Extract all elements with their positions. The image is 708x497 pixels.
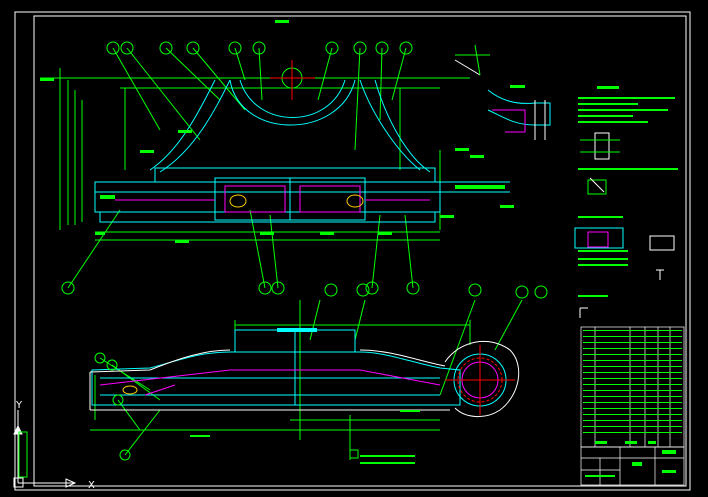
ucs-x-label: X xyxy=(88,480,95,491)
top-view-hole-left xyxy=(229,194,247,208)
side-view xyxy=(89,299,523,464)
parts-list-rows xyxy=(583,330,682,444)
title-block xyxy=(580,446,685,486)
top-view-leaders xyxy=(67,47,414,289)
parts-list-table xyxy=(580,326,685,448)
section-details xyxy=(574,132,675,318)
ucs-icon xyxy=(13,410,77,488)
side-view-pivot-lug xyxy=(444,340,520,417)
top-view-balloons xyxy=(61,41,548,299)
ucs-y-label: Y xyxy=(15,400,23,411)
top-view-dimensions xyxy=(40,68,470,241)
top-view-marks xyxy=(40,20,514,243)
top-view xyxy=(40,47,510,289)
left-edge-legend xyxy=(18,431,28,478)
side-view-outline xyxy=(89,349,450,411)
side-view-balloons xyxy=(94,352,131,461)
top-view-body xyxy=(94,79,510,223)
top-view-hatch-strip xyxy=(100,195,115,199)
title-block-text xyxy=(585,450,676,477)
side-view-dimensions xyxy=(90,299,523,460)
detail-view-top-right xyxy=(454,44,551,140)
side-view-members xyxy=(99,369,441,396)
side-view-top-plate xyxy=(277,328,317,332)
sheet-inner-border xyxy=(33,15,687,487)
sheet-outer-border xyxy=(14,11,691,491)
top-view-members xyxy=(115,185,430,213)
technical-notes xyxy=(578,86,678,297)
top-view-hole-right xyxy=(346,194,364,208)
